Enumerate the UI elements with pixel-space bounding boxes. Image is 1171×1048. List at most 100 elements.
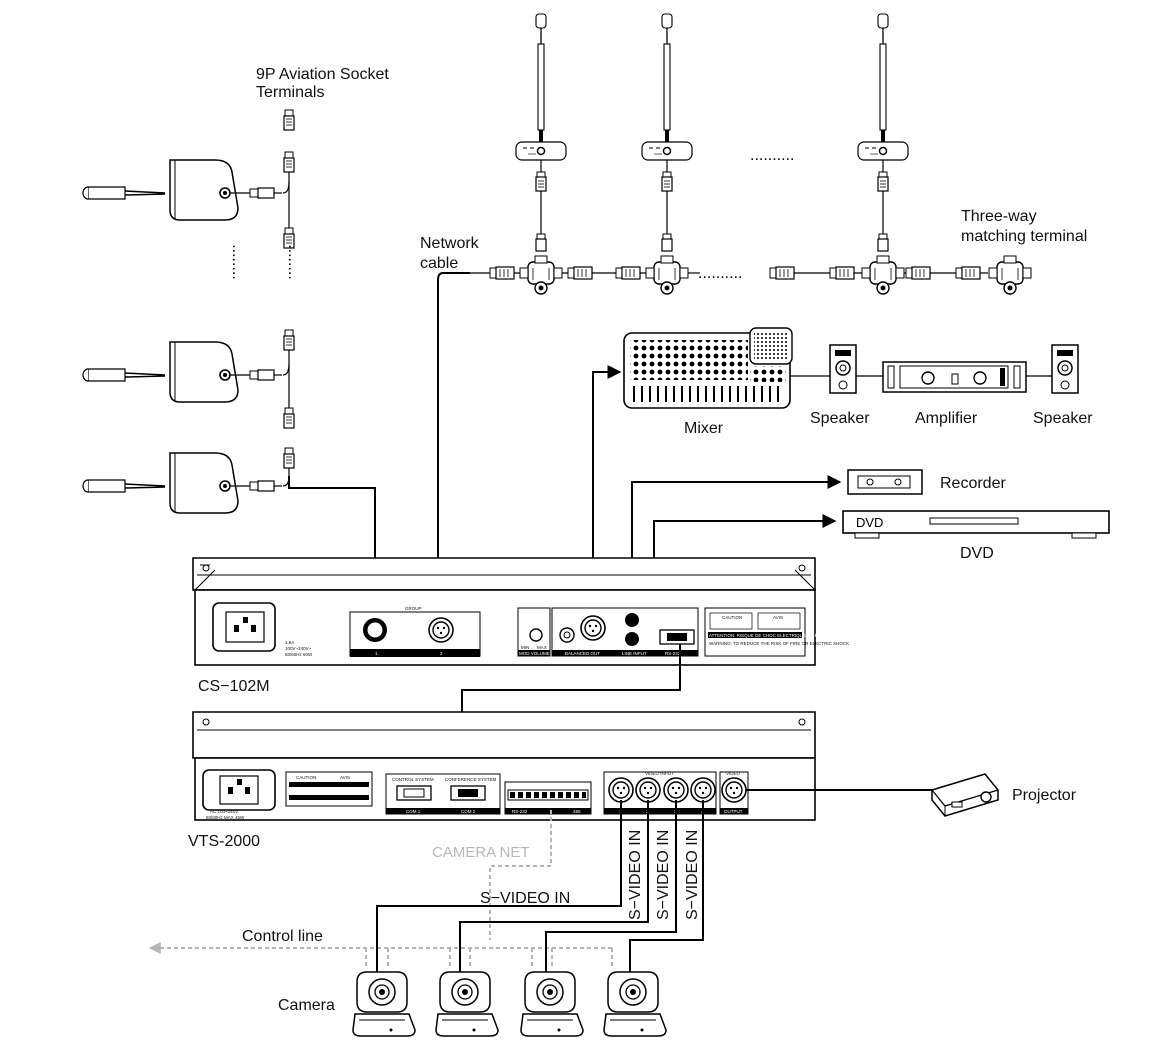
vts-power-spec: AC 100~240V	[210, 809, 238, 814]
svideo-cable-4	[629, 800, 704, 975]
caution-label: CAUTION	[722, 615, 742, 620]
cs102m-label: CS−102M	[198, 678, 270, 695]
control-system-label: CONTROL SYSTEM	[392, 777, 434, 782]
attention-text: ATTENTION: RISQUE DE CHOC ELECTRIQUE NE …	[709, 633, 843, 638]
line-input-label: LINE INPUT	[622, 651, 647, 656]
recorder-dvd-group: Recorder DVD DVD	[842, 469, 1110, 562]
svideo-cable-1	[376, 800, 622, 975]
control-line-label: Control line	[242, 928, 323, 945]
inline-connector	[567, 266, 593, 280]
three-way-tee	[861, 255, 905, 295]
vts-485-label: 485	[573, 809, 581, 814]
vts2000-label: VTS-2000	[188, 833, 260, 850]
warning-text: WARNING: TO REDUCE THE RISK OF FIRE OR E…	[709, 641, 849, 646]
aviation-connector	[283, 447, 295, 469]
mixer	[623, 327, 793, 409]
aviation-socket-group: 9P Aviation Socket Terminals ........ ..…	[82, 66, 389, 628]
dots-left: ........	[229, 244, 246, 280]
inline-connector	[955, 266, 981, 280]
amplifier	[882, 361, 1027, 393]
port2-label: 2	[440, 651, 443, 656]
port1-label: 1	[375, 651, 378, 656]
vts-rs232-label: RS-232	[512, 809, 528, 814]
vts-caution: CAUTION	[296, 775, 316, 780]
line-input-port-1	[625, 613, 639, 627]
video-input-3	[663, 777, 689, 803]
aviation-connector	[283, 109, 295, 131]
projector-label: Projector	[1012, 787, 1077, 804]
inline-connector	[769, 266, 795, 280]
mic-row-dots: ..........	[750, 147, 794, 164]
aviation-connector	[283, 407, 295, 429]
dvd-label: DVD	[960, 545, 994, 562]
dvd-player	[842, 510, 1110, 539]
rs232-label: RS-232	[665, 651, 681, 656]
speaker-left-label: Speaker	[810, 410, 870, 427]
aviation-title-line1: 9P Aviation Socket	[256, 66, 389, 83]
aviation-connector	[283, 329, 295, 351]
video-input-4	[690, 777, 716, 803]
network-cable-label-1: Network	[420, 235, 480, 252]
inline-connector	[615, 266, 641, 280]
chain-dots: ..........	[698, 265, 742, 282]
speaker-right	[1051, 344, 1079, 394]
camera-net-label: CAMERA NET	[432, 844, 530, 861]
svideo-cable-2	[459, 800, 649, 975]
camera-label: Camera	[278, 997, 335, 1014]
aviation-title-line2: Terminals	[256, 84, 324, 101]
camera-2	[435, 971, 499, 1037]
mod-volume-label: MOD VOLUME	[519, 651, 550, 656]
delegate-mic-1	[515, 13, 567, 252]
video-output-port	[721, 777, 747, 803]
camera-1	[352, 971, 416, 1037]
three-way-tee	[645, 255, 689, 295]
svideo-label-horizontal: S−VIDEO IN	[480, 890, 570, 907]
min-label: MIN	[521, 645, 529, 650]
conference-system-label: CONFERENCE SYSTEM	[445, 777, 497, 782]
video-output-label: OUTPUT	[724, 809, 743, 814]
power-spec: 100V~240V~	[285, 646, 312, 651]
network-cable-label-2: cable	[420, 255, 458, 272]
side-mic-unit-1	[82, 159, 283, 221]
speaker-right-label: Speaker	[1033, 410, 1093, 427]
camera-3	[520, 971, 584, 1037]
max-label: MAX	[537, 645, 547, 650]
com2-label: COM 2	[461, 809, 476, 814]
video-input-2	[635, 777, 661, 803]
inline-connector	[905, 266, 931, 280]
cs102m-unit: 1.6A 100V~240V~ 50/60Hz 60W GROUP 1 2 MI…	[192, 557, 849, 666]
three-way-matching-terminal	[988, 255, 1032, 295]
balanced-out-label: BALANCED OUT	[565, 651, 600, 656]
three-way-label-2: matching terminal	[961, 228, 1087, 245]
svideo-label-vertical-1: S−VIDEO IN	[627, 830, 644, 920]
vts-power-spec: 50/60Hz MAX 45W	[206, 815, 245, 820]
projector	[931, 773, 999, 817]
line-input-port-2	[625, 632, 639, 646]
group-label: GROUP	[405, 606, 422, 611]
side-mic-unit-2	[82, 341, 283, 403]
inline-connector	[829, 266, 855, 280]
three-way-label-1: Three-way	[961, 208, 1037, 225]
amplifier-label: Amplifier	[915, 410, 978, 427]
delegate-mic-chain: .......... .......... Network cable Thre…	[420, 13, 1087, 628]
inline-connector	[489, 266, 515, 280]
delegate-mic-3	[857, 13, 909, 252]
dots-left-right: ........	[285, 244, 302, 280]
group-port-2	[428, 617, 454, 643]
power-spec: 50/60Hz 60W	[285, 652, 313, 657]
vts-avis: AVIS	[340, 775, 350, 780]
side-mic-unit-3	[82, 452, 283, 514]
mixer-label: Mixer	[684, 420, 724, 437]
camera-4	[603, 971, 667, 1037]
svideo-label-vertical-3: S−VIDEO IN	[684, 830, 701, 920]
dvd-face-text: DVD	[856, 515, 883, 530]
svideo-cable-3	[545, 800, 677, 975]
power-spec: 1.6A	[285, 640, 294, 645]
delegate-mic-2	[641, 13, 693, 252]
svideo-label-vertical-2: S−VIDEO IN	[655, 830, 672, 920]
recorder-label: Recorder	[940, 475, 1006, 492]
vts2000-unit: AC 100~240V 50/60Hz MAX 45W CAUTION AVIS…	[192, 711, 816, 821]
video-label: VIDEO	[726, 771, 741, 776]
speaker-left	[829, 344, 857, 394]
